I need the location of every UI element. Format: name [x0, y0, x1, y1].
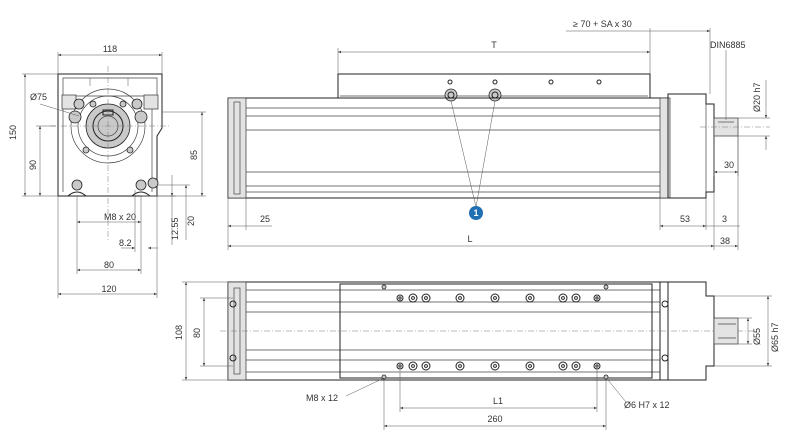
dim-travel-t: T: [491, 40, 497, 50]
dim-clearance: ≥ 70 + SA x 30: [573, 19, 632, 29]
end-view: 118 Ø75 150 90 85 20 12.55 M8 x 20 8.2 8: [8, 44, 206, 298]
dim-l1: L1: [493, 396, 503, 406]
dim-108: 108: [174, 325, 184, 340]
thread-m8x12: M8 x 12: [306, 393, 338, 403]
dim-53: 53: [680, 214, 690, 224]
dim-dia-65: Ø65 h7: [770, 322, 780, 352]
lube-nipple: [444, 88, 458, 102]
dim-118: 118: [103, 44, 117, 54]
dim-dia-55: Ø55: [752, 328, 762, 345]
dim-shaft-dia: Ø20 h7: [752, 82, 762, 112]
dim-260: 260: [487, 414, 502, 424]
dim-length-l: L: [467, 234, 472, 244]
dim-90: 90: [28, 160, 38, 170]
dim-150: 150: [8, 125, 18, 140]
dim-120: 120: [101, 284, 116, 294]
hole-row-bottom: [381, 361, 609, 380]
plan-view: 108 80 M8 x 12 L1 260 Ø6 H7 x 12 Ø55 Ø65…: [174, 281, 780, 430]
din6885-label: DIN6885: [710, 40, 746, 50]
dim-80: 80: [104, 260, 114, 270]
hole-row-top: [381, 284, 609, 303]
dim-dia-75: Ø75: [30, 92, 47, 102]
dim-85: 85: [189, 150, 199, 160]
lube-nipple: [488, 88, 502, 102]
profile-body-side: [227, 97, 669, 199]
dim-80-plan: 80: [192, 328, 202, 338]
dim-25: 25: [260, 214, 270, 224]
dim-8-2: 8.2: [119, 238, 132, 248]
drive-housing-side: [667, 93, 715, 199]
dim-20: 20: [186, 216, 196, 226]
side-view: T ≥ 70 + SA x 30 DIN6885 Ø20 h7 30 25 53…: [227, 19, 770, 250]
dim-12-55: 12.55: [170, 217, 180, 240]
callout-1: [469, 206, 483, 220]
dim-38: 38: [720, 236, 730, 246]
pin-hole-label: Ø6 H7 x 12: [624, 400, 670, 410]
dim-30: 30: [724, 160, 734, 170]
thread-m8x20: M8 x 20: [104, 212, 136, 222]
dim-3: 3: [722, 214, 727, 224]
callout-1-label: 1: [473, 208, 478, 218]
